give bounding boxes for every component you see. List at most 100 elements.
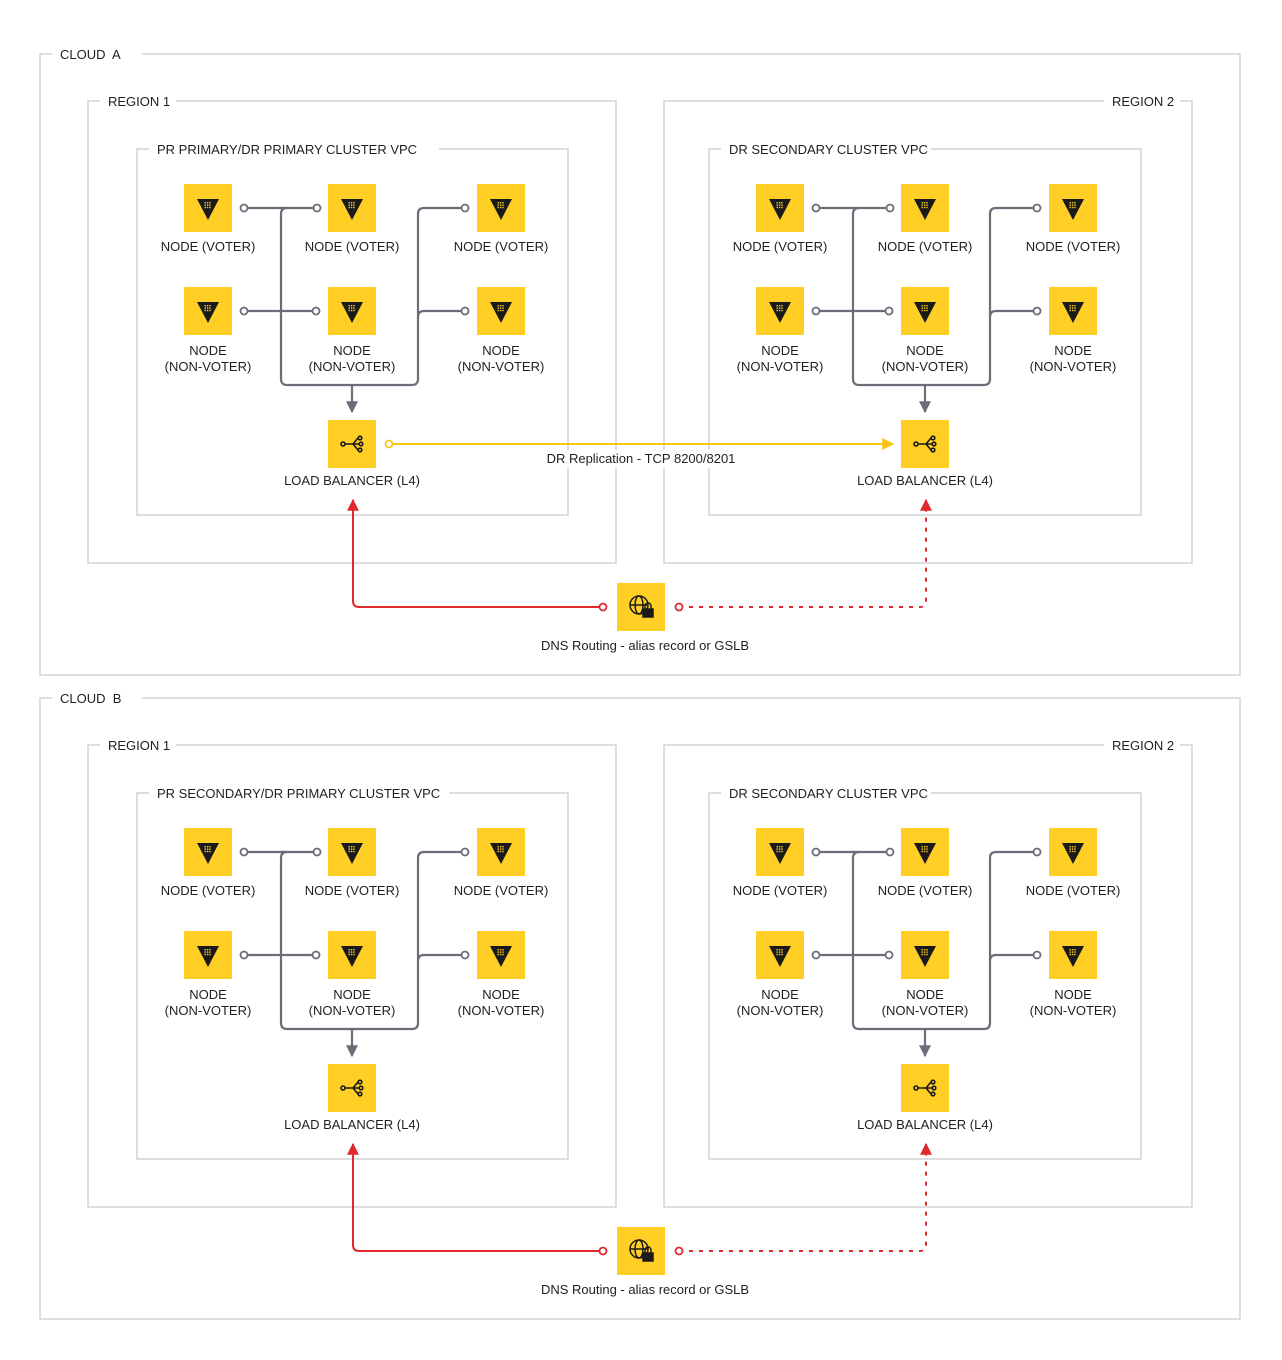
vault-triangle-icon [341, 946, 363, 967]
load-balancer-tile [901, 1064, 949, 1112]
replication-label: DR Replication - TCP 8200/8201 [547, 451, 736, 466]
connector-port [1032, 847, 1042, 857]
node-nonvoter-label: NODE [333, 987, 371, 1002]
node-nonvoter-role: (NON-VOTER) [309, 359, 396, 374]
dns-tile [617, 583, 665, 631]
globe-lock-icon [629, 1239, 654, 1262]
node-nonvoter-role: (NON-VOTER) [882, 1003, 969, 1018]
connector-port [811, 847, 821, 857]
region-frame-label: REGION 2 [1112, 738, 1174, 753]
cloud-frame: CLOUD A [39, 47, 1241, 676]
node-nonvoter-label: NODE [761, 343, 799, 358]
node-voter-label: NODE (VOTER) [878, 239, 973, 254]
dns-standby-route [679, 498, 932, 608]
node-tile [477, 828, 525, 876]
dr-replication-link: DR Replication - TCP 8200/8201 [384, 438, 895, 468]
node-tile [1049, 931, 1097, 979]
region-2: REGION 2 DR SECONDARY CLUSTER VPC NODE (VO… [663, 94, 1193, 564]
node-connectors [811, 847, 1042, 1058]
node-tile [756, 287, 804, 335]
connector-port [312, 847, 322, 857]
vpc-frame-label: PR PRIMARY/DR PRIMARY CLUSTER VPC [157, 142, 417, 157]
connector-port [239, 847, 249, 857]
connector-port [885, 203, 895, 213]
node-tile [756, 184, 804, 232]
connector-port [460, 847, 470, 857]
node-tile [184, 287, 232, 335]
dns-active-route [347, 1142, 603, 1252]
vpc-frame: DR SECONDARY CLUSTER VPC [708, 142, 1142, 516]
node-nonvoter-role: (NON-VOTER) [309, 1003, 396, 1018]
node-tile [328, 287, 376, 335]
node-voter-label: NODE (VOTER) [454, 883, 549, 898]
vault-triangle-icon [341, 199, 363, 220]
node-tile [184, 931, 232, 979]
node-voter-label: NODE (VOTER) [161, 239, 256, 254]
node-nonvoter-label: NODE [189, 343, 227, 358]
globe-lock-icon [629, 595, 654, 618]
region-frame-label: REGION 1 [108, 94, 170, 109]
vault-triangle-icon [769, 199, 791, 220]
vpc-frame-label: DR SECONDARY CLUSTER VPC [729, 142, 928, 157]
region-frame: REGION 2 [663, 738, 1193, 1208]
load-balancer-label: LOAD BALANCER (L4) [284, 473, 420, 488]
load-balancer-label: LOAD BALANCER (L4) [857, 473, 993, 488]
node-tile [901, 184, 949, 232]
connector-port [811, 950, 821, 960]
connector-port [811, 306, 821, 316]
vault-triangle-icon [769, 843, 791, 864]
vault-triangle-icon [914, 199, 936, 220]
node-nonvoter-label: NODE [333, 343, 371, 358]
node-tile [901, 931, 949, 979]
cloud-frame: CLOUD B [39, 691, 1241, 1320]
node-tile [1049, 828, 1097, 876]
load-balancer-tile [328, 420, 376, 468]
node-tile [184, 184, 232, 232]
load-balancer-icon [340, 435, 364, 453]
load-balancer-icon [913, 435, 937, 453]
dns-tile [617, 1227, 665, 1275]
node-nonvoter-label: NODE [761, 987, 799, 1002]
load-balancer-label: LOAD BALANCER (L4) [284, 1117, 420, 1132]
vault-triangle-icon [490, 199, 512, 220]
cloud-frame-label: CLOUD B [60, 691, 121, 706]
dns-routing: DNS Routing - alias record or GSLB [347, 498, 932, 653]
load-balancer-icon [913, 1079, 937, 1097]
connector-port [884, 950, 894, 960]
region-frame-label: REGION 2 [1112, 94, 1174, 109]
node-nonvoter-role: (NON-VOTER) [458, 359, 545, 374]
connector-port [460, 203, 470, 213]
connector-port [239, 203, 249, 213]
vault-triangle-icon [490, 843, 512, 864]
node-nonvoter-label: NODE [1054, 987, 1092, 1002]
connector-port [1032, 950, 1042, 960]
vault-triangle-icon [341, 302, 363, 323]
vault-triangle-icon [490, 946, 512, 967]
region-frame: REGION 2 [663, 94, 1193, 564]
region-frame-label: REGION 1 [108, 738, 170, 753]
connector-port [1032, 306, 1042, 316]
load-balancer-icon [340, 1079, 364, 1097]
vault-triangle-icon [1062, 302, 1084, 323]
node-voter-label: NODE (VOTER) [305, 883, 400, 898]
connector-port [239, 306, 249, 316]
node-voter-label: NODE (VOTER) [878, 883, 973, 898]
node-nonvoter-label: NODE [906, 343, 944, 358]
dns-label: DNS Routing - alias record or GSLB [541, 1282, 749, 1297]
node-voter-label: NODE (VOTER) [1026, 883, 1121, 898]
node-tile [1049, 184, 1097, 232]
node-tile [1049, 287, 1097, 335]
vault-triangle-icon [197, 199, 219, 220]
node-nonvoter-label: NODE [482, 987, 520, 1002]
node-nonvoter-role: (NON-VOTER) [458, 1003, 545, 1018]
vault-triangle-icon [1062, 946, 1084, 967]
node-nonvoter-label: NODE [1054, 343, 1092, 358]
node-nonvoter-role: (NON-VOTER) [882, 359, 969, 374]
region-1: REGION 1 PR PRIMARY/DR PRIMARY CLUSTER VP… [87, 94, 617, 564]
connector-port [885, 847, 895, 857]
node-tile [328, 931, 376, 979]
connector-port [311, 306, 321, 316]
